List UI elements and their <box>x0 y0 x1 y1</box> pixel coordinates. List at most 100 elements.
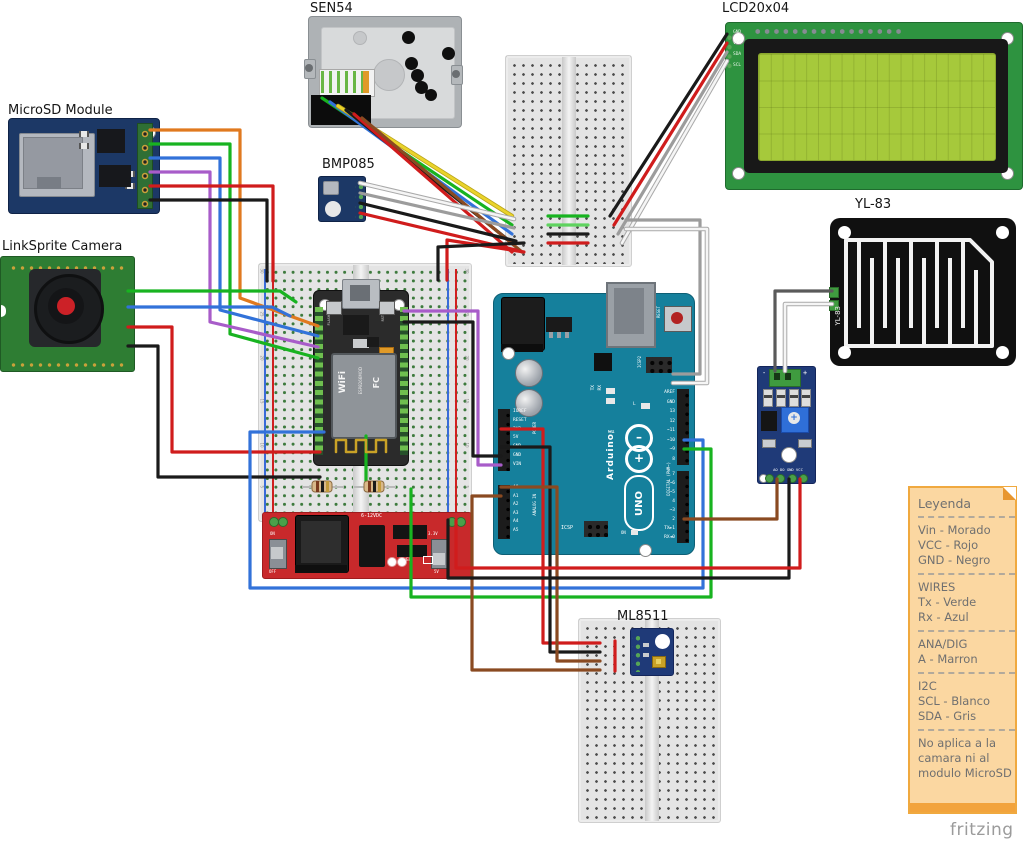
ml8511-sensor <box>630 628 674 676</box>
row-number: 10 <box>464 442 470 448</box>
row-number: 20 <box>259 355 265 361</box>
lens-aperture <box>57 297 75 315</box>
row-number: 20 <box>464 355 470 361</box>
sensor-can <box>323 181 339 195</box>
pin-label: 4 <box>672 499 675 504</box>
wire-microsd-black <box>148 198 269 283</box>
legend-line: No aplica a la camara ni al modulo Micro… <box>918 736 1012 780</box>
pin-strip-right <box>400 307 408 455</box>
pin-label: ~3 <box>669 508 675 513</box>
l-led <box>641 403 650 409</box>
legend-line: VCC - Rojo <box>918 538 979 552</box>
off-silk: OFF <box>269 569 277 574</box>
row-number: 30 <box>259 268 265 274</box>
lcd-title: LCD20x04 <box>722 1 790 16</box>
legend-line: SCL - Blanco <box>918 694 990 708</box>
esp12-shield <box>331 353 397 439</box>
plus-silk: + <box>803 369 808 377</box>
led <box>798 439 812 448</box>
lcd-pin-label: VCC <box>733 41 742 46</box>
sen54-black-body <box>311 95 371 125</box>
pin-label: 7 <box>672 472 675 477</box>
analog-silk: ANALOG IN <box>532 494 537 516</box>
pin-label: 8 <box>672 456 675 462</box>
pot-screw: + <box>788 412 800 424</box>
wire-sen54-brown <box>360 116 524 254</box>
mounting-hole <box>732 32 745 45</box>
pin-vcc-left <box>278 517 288 527</box>
flash-silk: FLASH <box>327 315 331 326</box>
pin-label: GND <box>666 399 675 405</box>
mounting-hole <box>838 346 851 359</box>
pin-label: GND <box>513 453 522 459</box>
pin-gnd <box>788 474 797 483</box>
pin-strip-left <box>315 307 323 455</box>
reset-button-cap <box>671 312 683 324</box>
mounting-hole <box>732 167 745 180</box>
pin-label: A2 <box>513 502 519 508</box>
tx-silk: TX <box>591 385 596 391</box>
resistor <box>763 389 773 407</box>
on-silk: ON <box>621 530 626 535</box>
mounting-hole <box>502 347 515 360</box>
rx-silk: RX <box>598 385 603 391</box>
v5-silk: 5V <box>434 569 439 574</box>
pin-label: 12 <box>669 418 675 424</box>
pad-row-top <box>7 262 128 270</box>
uv-sensor-die <box>656 659 661 664</box>
power-led <box>423 556 433 564</box>
wire-microsd-red <box>148 184 275 283</box>
comparator-pin-labels: AO DO GND VCC <box>773 467 803 472</box>
yl83-comb-traces <box>844 238 994 348</box>
digital-silk: DIGITAL (PWM~) <box>666 462 671 496</box>
screw-left <box>305 64 313 72</box>
pin-label: A1 <box>513 493 519 499</box>
smd-ic <box>594 353 612 371</box>
rail-red-right <box>455 269 457 516</box>
smd-part <box>643 643 649 647</box>
wire-yl83-white <box>783 302 834 373</box>
row-number: 25 <box>464 311 470 317</box>
lcd-pin-label: SCL <box>733 63 742 68</box>
esp-module-silk: ESP8266MOD <box>358 367 363 395</box>
usb-slot <box>350 285 370 301</box>
icsp2-header <box>646 357 672 373</box>
mounting-hole <box>996 226 1009 239</box>
level-shifter-ic <box>97 129 125 153</box>
wire-bmp085-white-outline <box>357 180 517 222</box>
vent-hole <box>405 57 418 70</box>
edge-notch <box>1 305 6 317</box>
flash-button <box>326 301 342 315</box>
connector-slots <box>321 71 367 93</box>
row-number: 5 <box>464 485 470 488</box>
solder-pad <box>397 557 407 567</box>
sen54-sensor <box>304 16 463 128</box>
rail-blue-right <box>447 269 449 516</box>
rst-button <box>379 301 395 315</box>
pin-label: ~11 <box>666 428 675 434</box>
capacitor <box>515 359 543 387</box>
barrel-jack-inner <box>301 521 341 563</box>
vent-hole <box>411 69 424 82</box>
pin-label: IOREF <box>513 409 527 414</box>
digital-header-top <box>677 389 689 465</box>
pin-label: ~10 <box>666 437 675 443</box>
pin-label: VIN <box>513 461 522 467</box>
reset-silk: RESET <box>656 306 661 319</box>
lcd-pin-label: SDA <box>733 52 742 57</box>
wire-do-brown <box>682 477 779 521</box>
divider <box>918 573 1015 575</box>
sen54-circle <box>373 59 405 91</box>
pin-label: A0 <box>513 485 519 490</box>
pin-label: 2 <box>672 517 675 522</box>
vent-hole <box>415 81 428 94</box>
note-bottom-bar <box>910 803 1015 812</box>
vent-hole <box>402 31 415 44</box>
barrel-jack-lip <box>295 565 347 573</box>
on-led <box>631 530 638 535</box>
pin-label: A4 <box>513 519 519 525</box>
icsp-header <box>584 521 608 537</box>
